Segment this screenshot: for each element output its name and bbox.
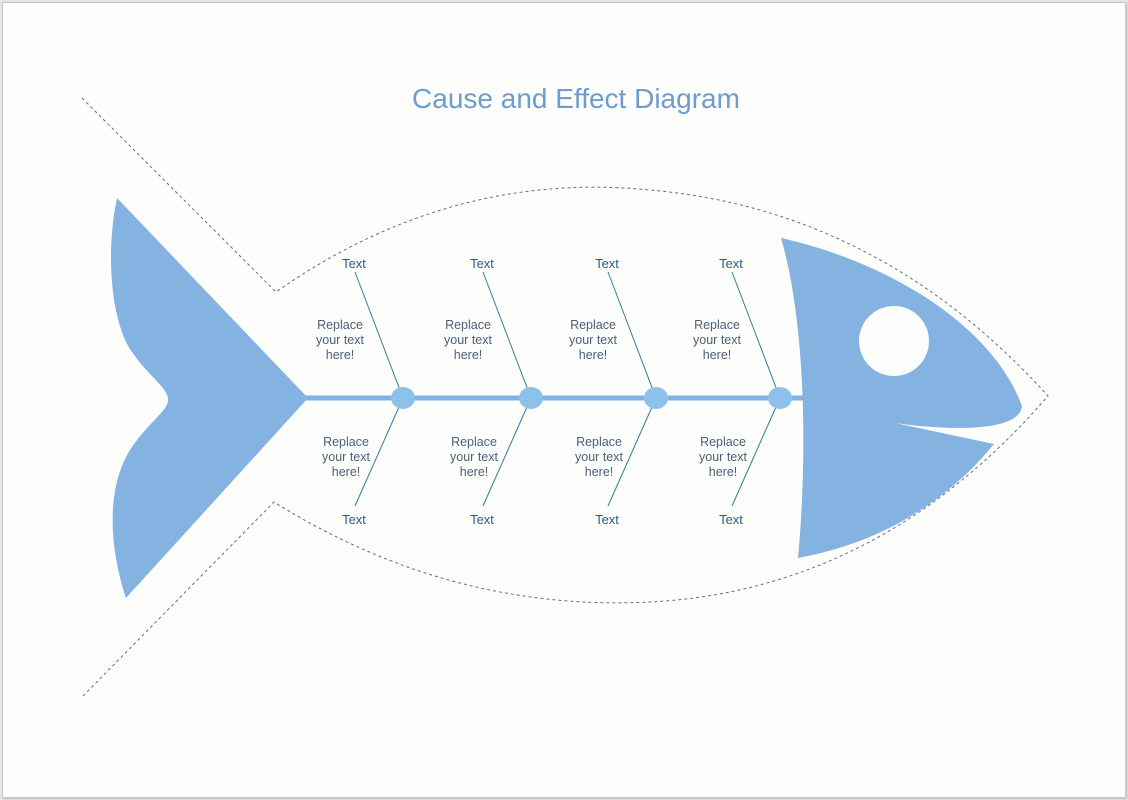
cause-line: here! bbox=[460, 465, 489, 479]
bone-top-1 bbox=[354, 271, 404, 399]
cause-line: here! bbox=[332, 465, 361, 479]
category-label-top[interactable]: Text bbox=[595, 256, 619, 271]
cause-line: Replace bbox=[445, 318, 491, 332]
cause-line: your text bbox=[322, 450, 370, 464]
cause-line: your text bbox=[575, 450, 623, 464]
fish-head[interactable] bbox=[781, 238, 1022, 558]
bone-top-3 bbox=[607, 271, 657, 399]
fish-eye bbox=[859, 306, 929, 376]
cause-line: here! bbox=[709, 465, 738, 479]
bone-bottom-2 bbox=[482, 397, 532, 507]
cause-line: your text bbox=[444, 333, 492, 347]
cause-line: Replace bbox=[323, 435, 369, 449]
category-label-top[interactable]: Text bbox=[719, 256, 743, 271]
cause-line: Replace bbox=[317, 318, 363, 332]
fish-outline-dashed bbox=[81, 97, 1049, 698]
bone-node-4[interactable] bbox=[768, 387, 792, 409]
cause-line: your text bbox=[699, 450, 747, 464]
cause-line: here! bbox=[585, 465, 614, 479]
cause-line: your text bbox=[450, 450, 498, 464]
cause-line: here! bbox=[326, 348, 355, 362]
fish-tail[interactable] bbox=[111, 198, 308, 598]
bone-top-2 bbox=[482, 271, 532, 399]
category-label-bottom[interactable]: Text bbox=[470, 512, 494, 527]
cause-line: here! bbox=[579, 348, 608, 362]
bone-bottom-1 bbox=[354, 397, 404, 507]
cause-line: here! bbox=[703, 348, 732, 362]
cause-line: your text bbox=[569, 333, 617, 347]
bone-top-4 bbox=[731, 271, 781, 399]
bone-node-1[interactable] bbox=[391, 387, 415, 409]
diagram-title: Cause and Effect Diagram bbox=[412, 83, 740, 114]
cause-line: Replace bbox=[700, 435, 746, 449]
cause-line: your text bbox=[693, 333, 741, 347]
cause-line: your text bbox=[316, 333, 364, 347]
cause-line: Replace bbox=[694, 318, 740, 332]
category-label-bottom[interactable]: Text bbox=[342, 512, 366, 527]
bone-bottom-4 bbox=[731, 397, 781, 507]
bone-node-3[interactable] bbox=[644, 387, 668, 409]
cause-line: Replace bbox=[570, 318, 616, 332]
bone-bottom-3 bbox=[607, 397, 657, 507]
category-label-bottom[interactable]: Text bbox=[595, 512, 619, 527]
category-label-top[interactable]: Text bbox=[342, 256, 366, 271]
bone-node-2[interactable] bbox=[519, 387, 543, 409]
category-label-top[interactable]: Text bbox=[470, 256, 494, 271]
category-label-bottom[interactable]: Text bbox=[719, 512, 743, 527]
cause-line: Replace bbox=[576, 435, 622, 449]
cause-line: Replace bbox=[451, 435, 497, 449]
cause-line: here! bbox=[454, 348, 483, 362]
